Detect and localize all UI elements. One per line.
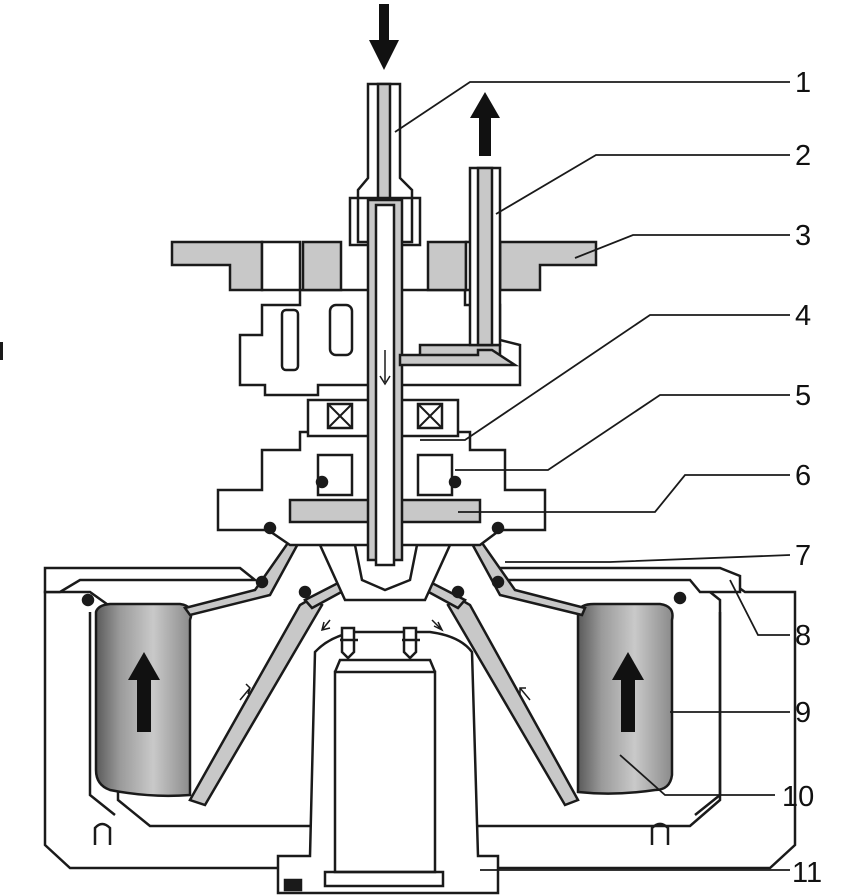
inlet-pipe	[348, 82, 422, 567]
callout-9: 9	[795, 697, 811, 729]
base-pedestal	[276, 626, 500, 895]
callout-11: 11	[792, 857, 822, 889]
outlet-pipe	[398, 166, 520, 367]
small-flow-arrows	[239, 619, 531, 701]
arrow-up-icon	[128, 652, 160, 732]
callout-3: 3	[795, 220, 811, 252]
callout-5: 5	[795, 380, 811, 412]
callout-7: 7	[795, 540, 811, 572]
arrow-up-icon	[470, 92, 500, 156]
leader-lines	[394, 81, 791, 871]
arrow-up-icon	[612, 652, 644, 732]
callout-4: 4	[795, 300, 811, 332]
lower-casing	[43, 566, 797, 870]
callout-2: 2	[795, 140, 811, 172]
arrow-down-icon	[369, 4, 399, 70]
callout-8: 8	[795, 620, 811, 652]
callout-10: 10	[782, 781, 814, 813]
callout-1: 1	[795, 67, 811, 99]
callout-6: 6	[795, 460, 811, 492]
edge-mark	[0, 342, 3, 360]
callout-labels: 1 2 3 4 5 6 7 8 9 10 11	[782, 67, 822, 889]
